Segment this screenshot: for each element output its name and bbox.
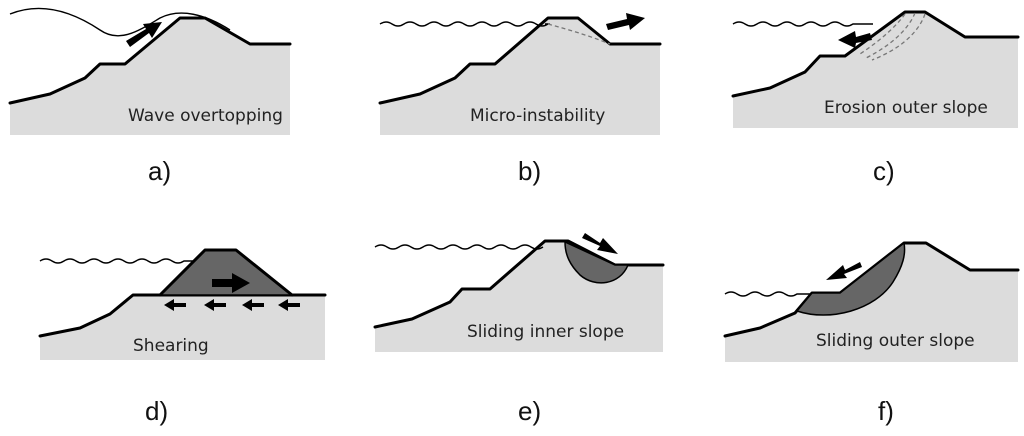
panel-c-erosion-arrow [838, 31, 872, 48]
panel-f-sliding-arrow [826, 262, 862, 280]
panel-c-water-level [732, 21, 873, 27]
panel-e-letter: e) [518, 396, 541, 426]
panel-d-letter: d) [145, 396, 168, 426]
panel-b-water-level [379, 21, 551, 27]
panel-d-title: Shearing [133, 336, 209, 356]
panel-c-soil [733, 12, 1018, 128]
panel-c-dike-profile [731, 10, 1020, 98]
panel-a-flow-arrow [126, 22, 162, 47]
panel-c-letter: c) [873, 156, 895, 186]
panel-e: Sliding inner slope e) [373, 233, 665, 426]
panel-d-dike-outline [158, 248, 294, 297]
panel-e-title: Sliding inner slope [467, 322, 624, 342]
panel-b-dike-profile [378, 16, 662, 105]
panel-a-dike-profile [8, 16, 292, 105]
panel-a-title: Wave overtopping [128, 106, 283, 126]
panel-d-water-level [39, 258, 200, 264]
panel-c-erosion-line-2 [865, 12, 916, 59]
panel-c-erosion-line-3 [871, 13, 926, 61]
panel-d-base-arrow-1 [164, 299, 186, 311]
panel-c: Erosion outer slope c) [731, 10, 1020, 186]
panel-d-sheared-dike-body [158, 249, 295, 296]
panel-a: Wave overtopping a) [8, 7, 292, 186]
panel-d-base-arrow-2 [204, 299, 226, 311]
panel-f-letter: f) [878, 396, 894, 426]
panel-c-title: Erosion outer slope [824, 98, 988, 118]
panel-e-water-level [374, 244, 544, 250]
panel-e-sliding-arrow [582, 233, 618, 254]
panel-f-water-level [724, 291, 812, 297]
panel-e-sliding-mass [564, 240, 630, 284]
panel-d-shear-arrow [212, 273, 250, 293]
panel-d-base-arrow-4 [278, 299, 300, 311]
panel-a-overtopping-wave [9, 7, 231, 37]
panel-f-sliding-mass [795, 241, 906, 316]
panel-b-seepage-line [547, 23, 611, 45]
panel-c-erosion-line-1 [859, 13, 906, 55]
panel-a-soil [10, 18, 290, 135]
panel-b-flow-arrow [606, 13, 645, 30]
panel-d-soil [40, 295, 325, 360]
panel-b: Micro-instability b) [378, 13, 662, 186]
panel-f-title: Sliding outer slope [816, 331, 975, 351]
panel-f: Sliding outer slope f) [723, 241, 1020, 426]
panel-d-base-arrow-3 [242, 299, 264, 311]
panel-b-title: Micro-instability [470, 106, 605, 126]
panel-b-letter: b) [518, 156, 541, 186]
panel-b-soil [380, 18, 660, 135]
panel-a-letter: a) [148, 156, 171, 186]
panel-d: Shearing d) [38, 248, 327, 426]
